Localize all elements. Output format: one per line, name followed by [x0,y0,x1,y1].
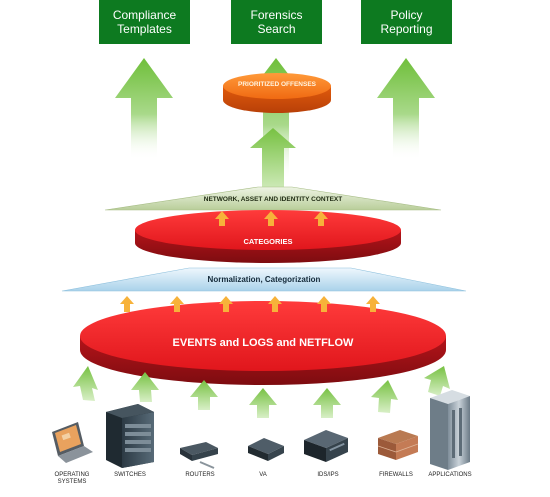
source-label-firewalls: FIREWALLS [379,472,413,478]
context-label: NETWORK, ASSET AND IDENTITY CONTEXT [203,196,343,203]
prioritized-offenses-label: PRIORITIZED OFFENSES [237,81,316,88]
normalization-layer [61,267,467,292]
context-layer [104,186,442,211]
compliance-templates-label: Compliance Templates [112,8,177,36]
switch-rack-icon [106,404,154,468]
events-disk [80,301,446,385]
policy-reporting-box: Policy Reporting [361,0,452,44]
source-label-applications: APPLICATIONS [428,472,472,478]
category-arrows [215,211,328,226]
prioritized-offenses-disk [223,73,331,113]
va-appliance-icon [248,438,284,461]
forensics-search-box: Forensics Search [231,0,322,44]
categories-label: CATEGORIES [243,237,293,246]
normalization-label: Normalization, Categorization [207,275,321,284]
forensics-search-label: Forensics Search [250,8,303,36]
arrow-to-offenses [250,128,296,196]
router-icon [180,442,218,469]
source-label-switches: SWITCHES [114,472,146,478]
source-arrows [73,366,450,418]
event-arrows [120,296,380,312]
source-label-routers: ROUTERS [185,472,215,478]
source-label-va: VA [259,472,267,478]
ids-appliance-icon [304,430,348,462]
events-label: EVENTS and LOGS and NETFLOW [172,337,354,349]
policy-reporting-label: Policy Reporting [380,8,433,36]
source-label-idsips: IDS/IPS [317,472,339,478]
arrow-to-compliance [115,58,173,160]
categories-disk [135,210,401,263]
compliance-templates-box: Compliance Templates [99,0,190,44]
source-label-os: OPERATING SYSTEMS [54,472,90,485]
arrow-to-policy [377,58,435,160]
server-tower-icon [430,390,470,470]
laptop-icon [52,422,93,463]
firewall-brick-icon [377,430,419,460]
